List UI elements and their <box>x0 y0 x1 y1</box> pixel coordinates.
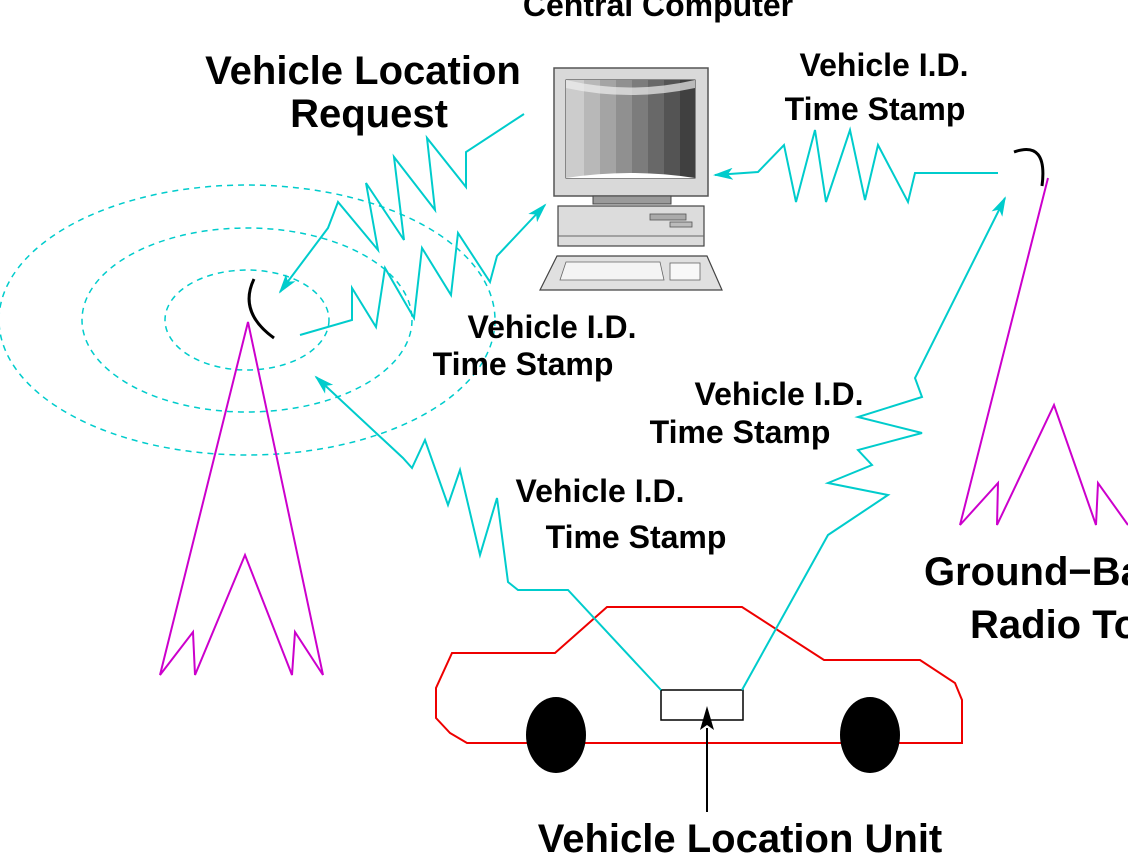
label-location-request-line1: Vehicle Location <box>205 49 521 93</box>
broadcast-rings <box>0 184 496 456</box>
signal-right-tower-to-computer <box>713 126 998 205</box>
vehicle-location-unit-box <box>660 689 744 721</box>
car-wheel-rear <box>526 697 586 773</box>
label-ground-based-line1: Ground−Based <box>924 550 1128 594</box>
broadcast-ring-outer <box>0 184 496 456</box>
antenna-dish-right <box>1013 148 1045 187</box>
label-vehicle-location-unit: Vehicle Location Unit <box>538 817 943 857</box>
label-left-return-ts: Time Stamp <box>433 346 614 382</box>
car-wheel-front <box>840 697 900 773</box>
broadcast-ring-middle <box>81 227 413 413</box>
label-central-computer: Central Computer <box>523 0 793 23</box>
label-ground-based-line2: Radio Towers <box>970 603 1128 647</box>
unit-pointer-arrow <box>700 706 714 812</box>
label-car-left-ts: Time Stamp <box>546 519 727 555</box>
label-left-return-id: Vehicle I.D. <box>468 309 637 345</box>
radio-tower-left <box>159 321 324 676</box>
broadcast-ring-inner <box>164 269 330 371</box>
label-tower-link-id: Vehicle I.D. <box>800 47 969 83</box>
radio-tower-right <box>959 177 1128 526</box>
label-car-left-id: Vehicle I.D. <box>516 473 685 509</box>
signal-left-to-computer <box>299 203 547 336</box>
signal-car-to-right-tower <box>741 196 1006 691</box>
label-tower-link-ts: Time Stamp <box>785 91 966 127</box>
label-location-request-line2: Request <box>290 92 448 136</box>
antenna-dish-left <box>247 278 275 340</box>
label-car-right-id: Vehicle I.D. <box>695 376 864 412</box>
central-computer-icon <box>539 67 723 291</box>
signal-car-to-left-tower <box>314 375 662 691</box>
vehicle-car <box>435 606 963 773</box>
signal-location-request <box>278 113 525 294</box>
label-car-right-ts: Time Stamp <box>650 414 831 450</box>
